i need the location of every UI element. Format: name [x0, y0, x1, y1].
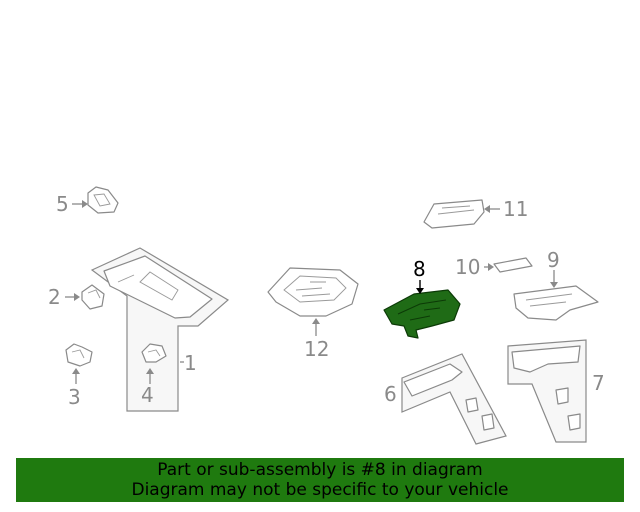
part-11-handle: 11 — [423, 197, 528, 229]
info-banner: Part or sub-assembly is #8 in diagram Di… — [16, 458, 624, 502]
part-12-console: 12 — [267, 267, 359, 361]
banner-line-2: Diagram may not be specific to your vehi… — [131, 480, 509, 500]
callout-3: 3 — [68, 385, 81, 409]
part-5-lamp: 5 — [56, 186, 119, 216]
part-7-assist-grip: 7 — [507, 339, 605, 443]
callout-9: 9 — [547, 248, 560, 272]
callout-4: 4 — [141, 383, 154, 407]
callout-7: 7 — [592, 371, 605, 395]
part-1-sun-visor: 1 — [90, 247, 230, 412]
banner-line-1: Part or sub-assembly is #8 in diagram — [157, 460, 483, 480]
callout-6: 6 — [384, 382, 397, 406]
part-8-bracket-highlighted: 8 — [383, 257, 461, 339]
callout-5: 5 — [56, 192, 69, 216]
callout-10: 10 — [455, 255, 480, 279]
part-9-bracket: 9 — [513, 248, 599, 321]
callout-8: 8 — [413, 257, 426, 281]
callout-1: 1 — [184, 351, 197, 375]
part-4-clip: 4 — [141, 343, 167, 407]
part-3-holder: 3 — [65, 343, 93, 409]
part-2-clip: 2 — [48, 284, 105, 310]
part-10-trim: 10 — [455, 255, 533, 279]
callout-12: 12 — [304, 337, 329, 361]
callout-2: 2 — [48, 285, 61, 309]
callout-11: 11 — [503, 197, 528, 221]
part-6-assist-grip: 6 — [384, 353, 507, 445]
